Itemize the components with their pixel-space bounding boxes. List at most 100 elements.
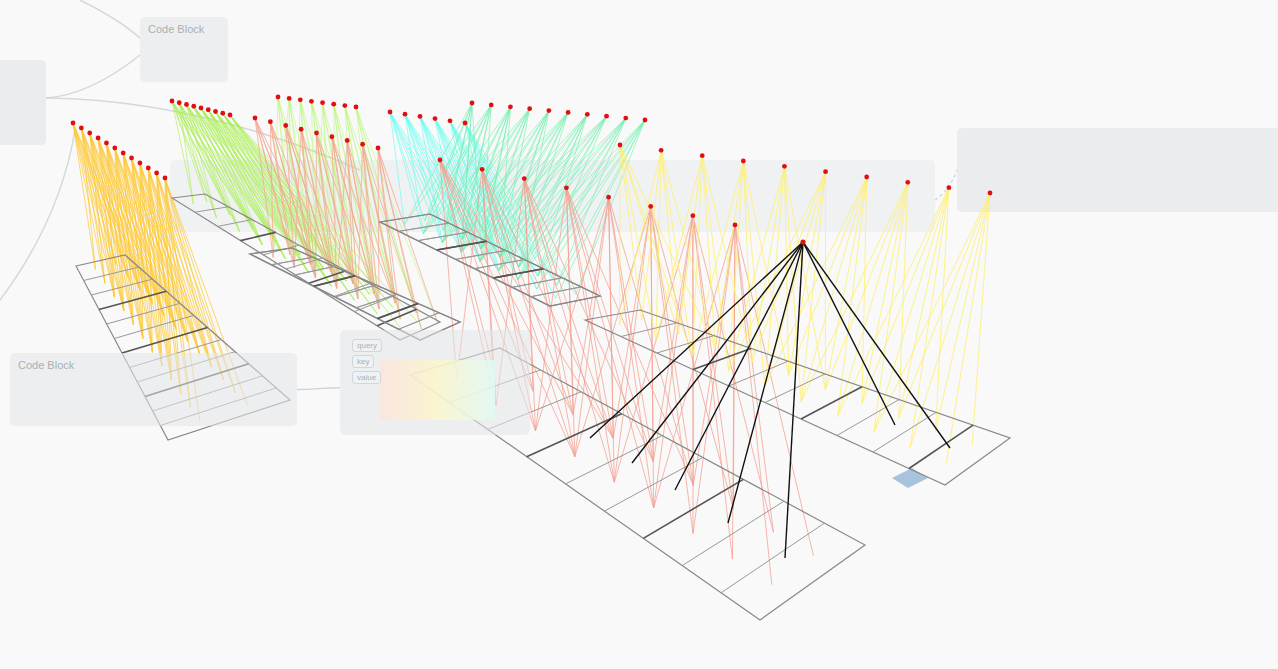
neuron-dot <box>220 111 225 116</box>
grid-line <box>682 501 784 565</box>
neuron-dot <box>129 156 134 161</box>
neuron-dot <box>566 110 571 115</box>
kernel-line <box>270 122 332 274</box>
kernel-line <box>661 150 678 334</box>
kernel-line <box>946 193 990 463</box>
highlight-kernel-line <box>675 242 803 490</box>
grid-line <box>91 279 152 295</box>
kernel-line <box>862 188 949 404</box>
highlight-kernel-line <box>728 242 803 523</box>
neuron-dot <box>585 112 590 117</box>
kernel-line <box>462 111 549 240</box>
grid-line <box>99 291 166 309</box>
neuron-dot <box>121 151 126 156</box>
grid-line <box>474 260 524 269</box>
kernel-line <box>732 225 735 559</box>
neuron-dot <box>276 95 281 100</box>
grid-line <box>418 232 468 240</box>
grid-line <box>493 269 543 278</box>
grid-line <box>512 278 562 288</box>
port-label: value <box>352 371 381 384</box>
neuron-dot <box>268 119 273 124</box>
grid-outline <box>380 214 600 306</box>
kernel-line <box>405 114 442 243</box>
neuron-dot <box>329 134 334 139</box>
wire <box>0 130 75 300</box>
kernel-line <box>481 116 606 248</box>
kernel-line <box>801 182 908 401</box>
grid-line <box>721 523 824 593</box>
kernel-line <box>500 118 626 258</box>
neuron-dot <box>283 123 288 128</box>
neuron-dot <box>690 213 695 218</box>
kernel-line <box>500 116 607 257</box>
neuron-dot <box>606 195 611 200</box>
neuron-dot <box>87 131 92 136</box>
grid-line <box>122 328 208 354</box>
neuron-dot <box>623 116 628 121</box>
attention-panel: querykeyvalue <box>340 330 530 435</box>
neuron-dot <box>470 101 475 106</box>
neuron-dot <box>79 126 84 131</box>
kernel-line <box>765 177 867 386</box>
grid-line <box>873 412 936 452</box>
kernel-line <box>692 156 702 356</box>
grid-line <box>356 294 397 308</box>
kernel-line <box>358 144 363 298</box>
wire-connector <box>297 388 340 390</box>
kernel-line <box>537 118 626 289</box>
neuron-dot <box>823 169 828 174</box>
grid-line <box>531 287 581 297</box>
grid-line <box>378 304 419 319</box>
grid-outline <box>380 214 600 306</box>
grid-line <box>493 269 543 278</box>
neuron-dot <box>138 161 143 166</box>
highlight-kernel-line <box>803 242 950 448</box>
highlight-kernel-line <box>632 242 803 463</box>
grid-line <box>456 250 506 259</box>
grid-line <box>309 271 346 283</box>
neuron-dot <box>643 118 648 123</box>
kernel-line <box>573 197 608 415</box>
grid-line <box>474 260 524 269</box>
grid-line <box>729 361 788 386</box>
neuron-dot <box>433 116 438 121</box>
grid-line <box>837 400 899 436</box>
neuron-dot <box>360 142 365 147</box>
grid-outline <box>172 194 440 340</box>
kernel-line <box>566 188 693 485</box>
neuron-dot <box>648 204 653 209</box>
neuron-dot <box>331 102 336 107</box>
kernel-line <box>702 156 752 362</box>
neuron-dot <box>354 105 359 110</box>
kernel-line <box>315 133 317 278</box>
kernel-line <box>157 173 212 367</box>
kernel-line <box>356 107 421 329</box>
kernel-line <box>223 113 332 286</box>
grid-line <box>107 303 180 324</box>
grid-line <box>84 267 139 280</box>
kernel-line <box>499 118 626 270</box>
neuron-dot <box>345 138 350 143</box>
grid-line <box>271 257 313 265</box>
grid-line <box>512 278 562 288</box>
kernel-line <box>115 148 153 352</box>
kernel-line <box>294 129 301 267</box>
kernel-line <box>332 137 395 303</box>
neuron-dot <box>206 107 211 112</box>
kernel-line <box>620 145 679 334</box>
neuron-dot <box>299 127 304 132</box>
neuron-dot <box>448 118 453 123</box>
neuron-dot <box>700 153 705 158</box>
neuron-dot <box>376 146 381 151</box>
kernel-line <box>752 172 826 362</box>
neuron-dot <box>177 100 182 105</box>
neuron-dot <box>522 176 527 181</box>
grid-line <box>527 414 622 457</box>
neuron-dot <box>228 113 233 118</box>
neuron-dot <box>659 148 664 153</box>
neuron-dot <box>342 103 347 108</box>
grid-line <box>218 220 252 227</box>
neuron-dots <box>71 95 993 228</box>
